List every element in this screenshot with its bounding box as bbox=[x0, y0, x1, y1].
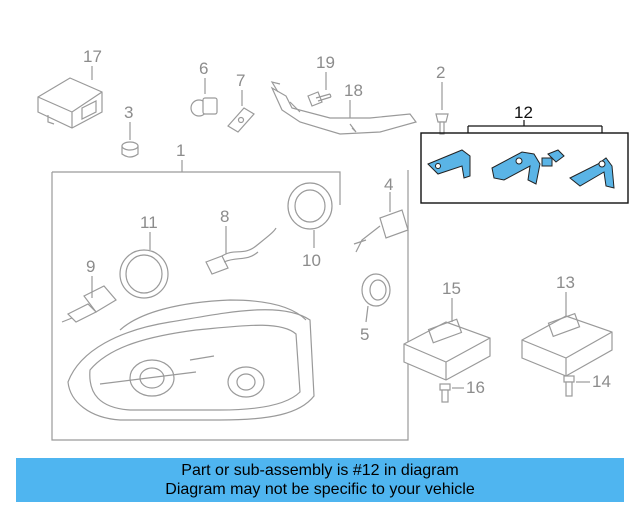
callout-16: 16 bbox=[466, 378, 485, 397]
callout-13: 13 bbox=[556, 273, 575, 292]
callout-10: 10 bbox=[302, 251, 321, 270]
part-19-bolt: 19 bbox=[307, 53, 335, 107]
part-14-screw: 14 bbox=[563, 372, 611, 397]
part-3-cap: 3 bbox=[121, 103, 139, 158]
headlamp-housing bbox=[67, 299, 315, 421]
callout-15: 15 bbox=[442, 279, 461, 298]
callout-14: 14 bbox=[592, 372, 611, 391]
callout-1: 1 bbox=[176, 141, 185, 160]
part-15-ballast: 15 bbox=[403, 279, 491, 381]
parts-diagram: 17 3 6 7 19 18 2 bbox=[37, 47, 629, 441]
callout-5: 5 bbox=[360, 325, 369, 344]
callout-9: 9 bbox=[86, 257, 95, 276]
part-6-bulb: 6 bbox=[190, 59, 218, 117]
part-13-ballast: 13 bbox=[521, 273, 613, 377]
part-11-ring: 11 bbox=[119, 213, 169, 299]
callout-7: 7 bbox=[236, 71, 245, 90]
callout-11: 11 bbox=[140, 213, 158, 232]
callout-19: 19 bbox=[316, 53, 335, 72]
callout-17: 17 bbox=[83, 47, 102, 66]
part-16-screw: 16 bbox=[439, 378, 485, 403]
callout-4: 4 bbox=[384, 175, 393, 194]
part-4-xenon-bulb: 4 bbox=[353, 175, 409, 253]
banner-line-2: Diagram may not be specific to your vehi… bbox=[165, 481, 475, 498]
callout-18: 18 bbox=[344, 81, 363, 100]
part-9-socket: 9 bbox=[61, 257, 117, 323]
part-12-bracket-set: 12 bbox=[420, 103, 629, 204]
part-7-clip: 7 bbox=[227, 71, 255, 133]
part-10-ring: 10 bbox=[287, 182, 333, 270]
part-18-bracket: 18 bbox=[270, 81, 418, 135]
callout-2: 2 bbox=[436, 63, 445, 82]
callout-8: 8 bbox=[220, 207, 229, 226]
callout-12: 12 bbox=[514, 103, 533, 122]
part-2-screw: 2 bbox=[435, 63, 449, 135]
part-1-headlamp-assembly: 1 bbox=[51, 141, 409, 441]
banner-line-1: Part or sub-assembly is #12 in diagram bbox=[181, 462, 459, 479]
part-5-cap: 5 bbox=[360, 273, 391, 344]
callout-3: 3 bbox=[124, 103, 133, 122]
part-8-bulb-wire: 8 bbox=[205, 207, 277, 275]
info-banner: Part or sub-assembly is #12 in diagram D… bbox=[16, 458, 624, 502]
callout-6: 6 bbox=[199, 59, 208, 78]
part-17-module: 17 bbox=[37, 47, 103, 129]
